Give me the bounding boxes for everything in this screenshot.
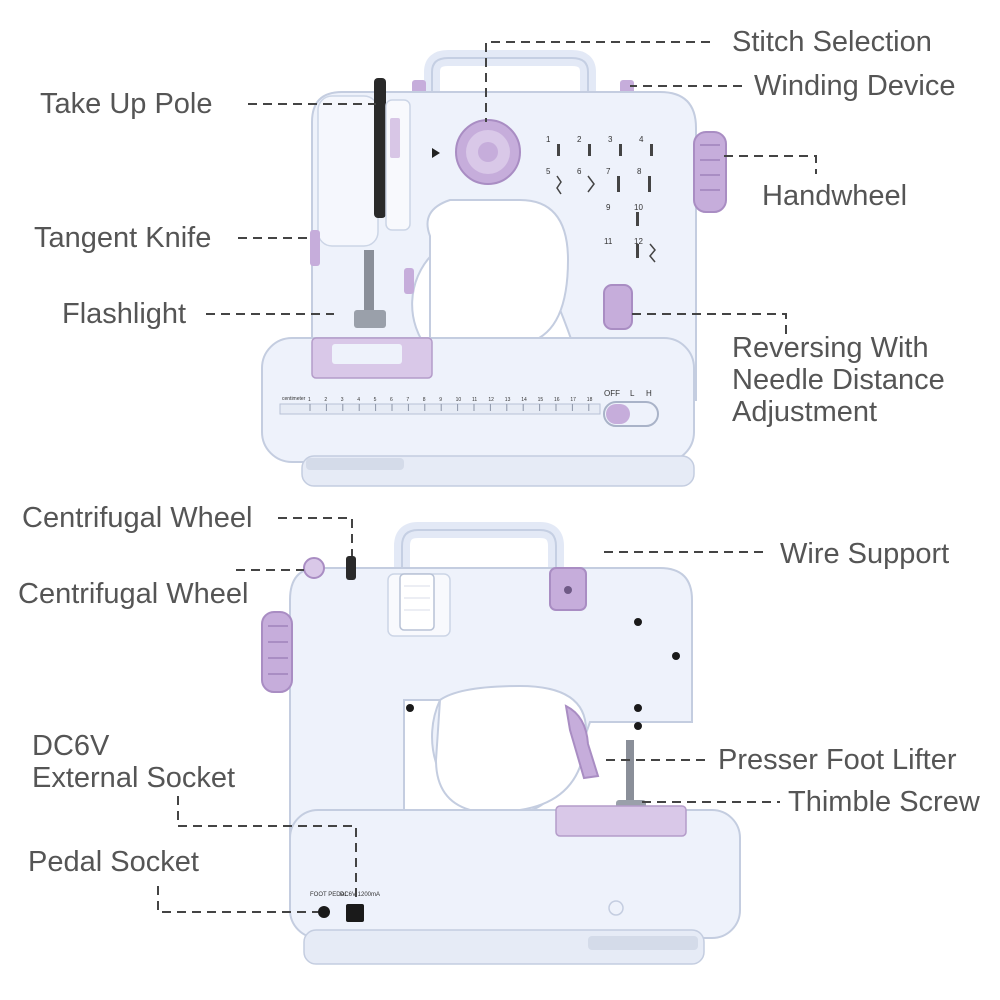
needle-bar [364, 250, 374, 320]
ruler-unit-label: centimeter [282, 396, 306, 402]
tangent-knife-part [310, 230, 320, 266]
ruler-number: 12 [488, 397, 494, 403]
label-reversing-line3: Adjustment [732, 396, 878, 428]
ruler-number: 9 [439, 397, 442, 403]
back-throat [434, 684, 588, 811]
stitch-icon-grid [556, 144, 656, 263]
ruler-number: 14 [521, 397, 527, 403]
label-reversing-line2: Needle Distance [732, 364, 945, 396]
label-reversing-line1: Reversing With [732, 332, 929, 364]
label-pedal-socket: Pedal Socket [28, 846, 199, 878]
stitch-number: 4 [639, 135, 644, 144]
ruler-number: 3 [341, 397, 344, 403]
leader-centrifugal-wheel-1 [278, 517, 353, 556]
machine-back-view: FOOT PEDAL DC6V 1200mA [261, 522, 741, 965]
ruler-number: 2 [324, 397, 327, 403]
stitch-number: 7 [606, 167, 611, 176]
reverse-lever [603, 284, 633, 330]
stitch-number: 11 [604, 237, 613, 246]
stitch-number: 3 [608, 135, 613, 144]
ruler-number: 11 [472, 397, 477, 403]
leader-stitch-selection [485, 41, 710, 122]
label-centrifugal-wheel-2: Centrifugal Wheel [18, 578, 249, 610]
flashlight-part [404, 268, 414, 294]
stitch-number: 8 [637, 167, 642, 176]
label-wire-support: Wire Support [780, 538, 950, 570]
stitch-number: 2 [577, 135, 582, 144]
label-tangent-knife: Tangent Knife [34, 222, 212, 254]
take-up-pole-part [374, 78, 386, 218]
stitch-selection-dial [455, 119, 521, 185]
back-needle-plate [555, 805, 687, 837]
ruler-number: 17 [570, 397, 576, 403]
leader-pedal-socket [157, 886, 318, 913]
switch-labels: OFF L H [604, 389, 652, 398]
front-head-panel [317, 95, 379, 247]
stitch-number: 10 [634, 203, 643, 212]
label-take-up-pole: Take Up Pole [40, 88, 213, 120]
thread-spool [399, 573, 435, 631]
ruler-number: 1 [308, 397, 311, 403]
leader-reversing [632, 313, 787, 334]
label-centrifugal-wheel-1: Centrifugal Wheel [22, 502, 253, 534]
label-flashlight: Flashlight [62, 298, 187, 330]
label-dc6v-socket: DC6V External Socket [32, 730, 235, 794]
ruler-number: 5 [374, 397, 377, 403]
port-label-dc: DC6V 1200mA [340, 892, 380, 898]
switch-label: OFF [604, 389, 620, 398]
label-stitch-selection: Stitch Selection [732, 26, 932, 58]
presser-foot-lifter-part [564, 704, 600, 780]
label-dc6v-line1: DC6V [32, 730, 110, 762]
ruler-number: 6 [390, 397, 393, 403]
ruler-number: 15 [538, 397, 544, 403]
stitch-number: 12 [634, 237, 643, 246]
label-thimble-screw: Thimble Screw [788, 786, 980, 818]
ruler-number: 8 [423, 397, 426, 403]
ruler [279, 403, 601, 415]
ruler-number: 16 [554, 397, 560, 403]
dial-pointer-icon [432, 148, 440, 158]
switch-label: L [630, 389, 635, 398]
ruler-number: 10 [456, 397, 462, 403]
ruler-number: 4 [357, 397, 360, 403]
label-winding-device: Winding Device [754, 70, 956, 102]
switch-label: H [646, 389, 652, 398]
label-dc6v-line2: External Socket [32, 762, 236, 794]
label-reversing: Reversing With Needle Distance Adjustmen… [732, 332, 945, 428]
dc-socket-port [346, 904, 364, 922]
winder-spindle [346, 556, 356, 580]
throat-opening [426, 199, 570, 343]
back-handwheel [261, 611, 293, 693]
centrifugal-wheel-part [303, 557, 325, 579]
label-handwheel: Handwheel [762, 180, 908, 212]
ruler-number: 7 [406, 397, 409, 403]
label-presser-foot-lifter: Presser Foot Lifter [718, 744, 957, 776]
leader-dc6v [177, 796, 357, 900]
leader-lines [157, 41, 817, 913]
ruler-number: 18 [587, 397, 593, 403]
back-needle-bar [626, 740, 634, 820]
leader-handwheel [724, 155, 817, 174]
stitch-number: 5 [546, 167, 551, 176]
handwheel-part [693, 131, 727, 213]
ruler-number: 13 [505, 397, 511, 403]
stitch-number: 1 [546, 135, 551, 144]
stitch-number: 6 [577, 167, 582, 176]
port-label-pedal: FOOT PEDAL [310, 892, 349, 898]
stitch-number: 9 [606, 203, 611, 212]
pedal-socket-port [318, 906, 330, 918]
